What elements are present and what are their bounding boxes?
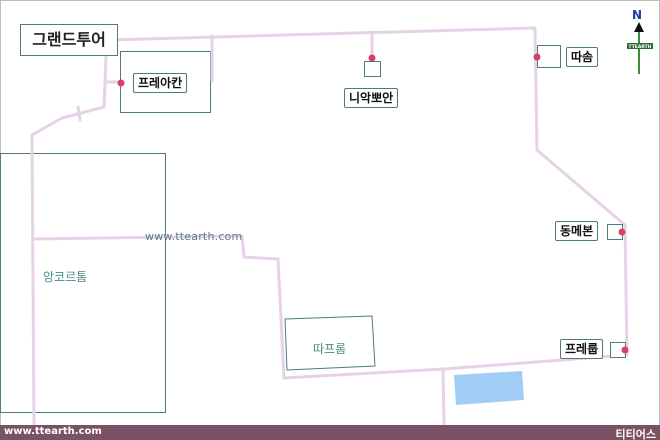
label-pre-rup[interactable]: 프레룹 xyxy=(560,339,604,359)
east-mebon-marker[interactable] xyxy=(618,228,626,236)
neak-pean-marker[interactable] xyxy=(368,54,376,62)
map-title: 그랜드투어 xyxy=(20,24,118,56)
label-neak-pean[interactable]: 니악뽀안 xyxy=(344,88,399,108)
neak-pean-temple xyxy=(364,61,381,77)
north-compass: N TTEARTH xyxy=(626,8,654,76)
pre-rup-marker[interactable] xyxy=(621,346,629,354)
footer-site-link[interactable]: www.ttearth.com xyxy=(4,426,102,437)
footer-bar: www.ttearth.com 티티어스 xyxy=(0,425,660,440)
label-preah-khan[interactable]: 프레아칸 xyxy=(133,73,188,93)
preah-khan-marker[interactable] xyxy=(117,79,125,87)
north-arrow-icon: TTEARTH xyxy=(627,22,653,74)
grand-tour-route xyxy=(30,26,629,427)
label-east-mebon[interactable]: 동메본 xyxy=(555,221,599,241)
label-ta-som[interactable]: 따솜 xyxy=(566,47,599,67)
label-angkor-thom[interactable]: 앙코르톰 xyxy=(43,270,88,284)
ta-som-marker[interactable] xyxy=(533,53,541,61)
label-ta-prohm[interactable]: 따프롬 xyxy=(313,342,347,356)
north-letter: N xyxy=(632,8,643,22)
footer-brand: 티티어스 xyxy=(615,428,656,440)
compass-badge: TTEARTH xyxy=(629,44,652,50)
srah-srang-water xyxy=(454,371,524,405)
center-watermark: www.ttearth.com xyxy=(145,230,243,243)
ta-som-temple xyxy=(537,45,561,68)
ta-prohm-outline xyxy=(284,315,376,371)
angkor-thom-outline xyxy=(0,153,166,413)
